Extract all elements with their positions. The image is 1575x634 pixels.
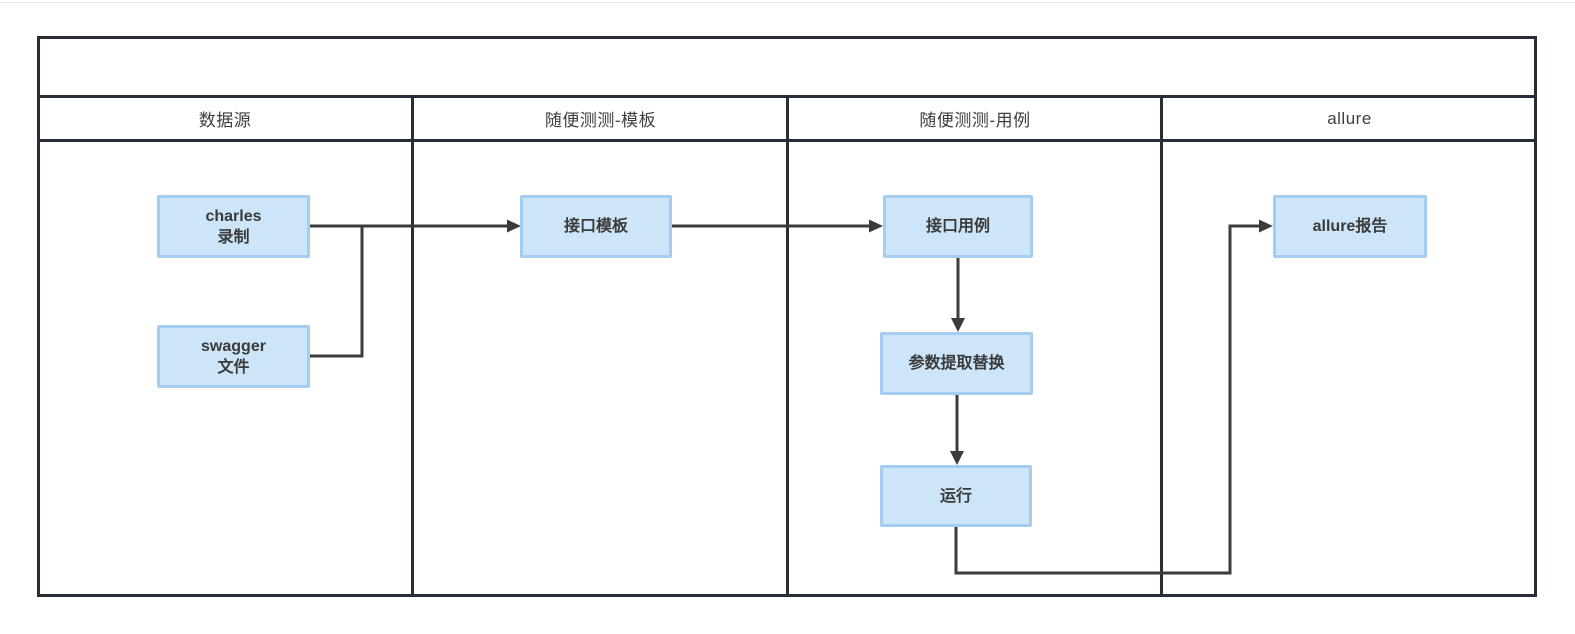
node-label-line: 录制 <box>217 228 250 246</box>
node-run: 运行 <box>880 465 1032 527</box>
node-allure-report: allure报告 <box>1273 195 1427 258</box>
lane-title: 随便测测-模板 <box>544 111 657 130</box>
node-label: 参数提取替换 <box>908 355 1005 372</box>
node-label: 接口用例 <box>925 218 990 235</box>
node-label-line: swagger <box>201 337 266 355</box>
node-swagger-file: swagger 文件 <box>157 325 310 388</box>
edge-template-to-case-arrowhead <box>869 219 883 233</box>
node-label-line: charles <box>205 207 262 225</box>
lane-header-case: 随便测测-用例 <box>788 98 1162 139</box>
node-api-case: 接口用例 <box>883 195 1033 258</box>
node-label: allure报告 <box>1312 218 1388 235</box>
edge-run-to-report <box>954 224 1259 575</box>
node-charles-recording: charles 录制 <box>157 195 310 258</box>
node-label: 运行 <box>939 487 972 505</box>
lane-title: 随便测测-用例 <box>919 111 1031 130</box>
top-divider <box>0 2 1575 3</box>
edge-charles-to-template-arrowhead <box>507 219 521 233</box>
lane-header-allure: allure <box>1162 98 1537 139</box>
lane-header-template: 随便测测-模板 <box>413 98 788 139</box>
lane-header-data-source: 数据源 <box>37 98 413 139</box>
edge-swagger-to-template-join <box>309 226 364 358</box>
node-label-line: 文件 <box>217 358 250 376</box>
edge-extract-to-run-arrowhead <box>950 451 964 465</box>
node-api-template: 接口模板 <box>520 195 672 258</box>
lane-divider-1 <box>411 95 414 597</box>
node-param-extract-replace: 参数提取替换 <box>880 332 1033 395</box>
lane-title: 数据源 <box>198 111 252 130</box>
lane-title: allure <box>1327 108 1372 128</box>
edge-run-to-report-arrowhead <box>1259 219 1273 233</box>
node-label: 接口模板 <box>563 218 628 235</box>
lane-divider-2 <box>786 95 789 597</box>
lane-divider-3 <box>1160 95 1163 597</box>
edge-case-to-extract-arrowhead <box>951 318 965 332</box>
